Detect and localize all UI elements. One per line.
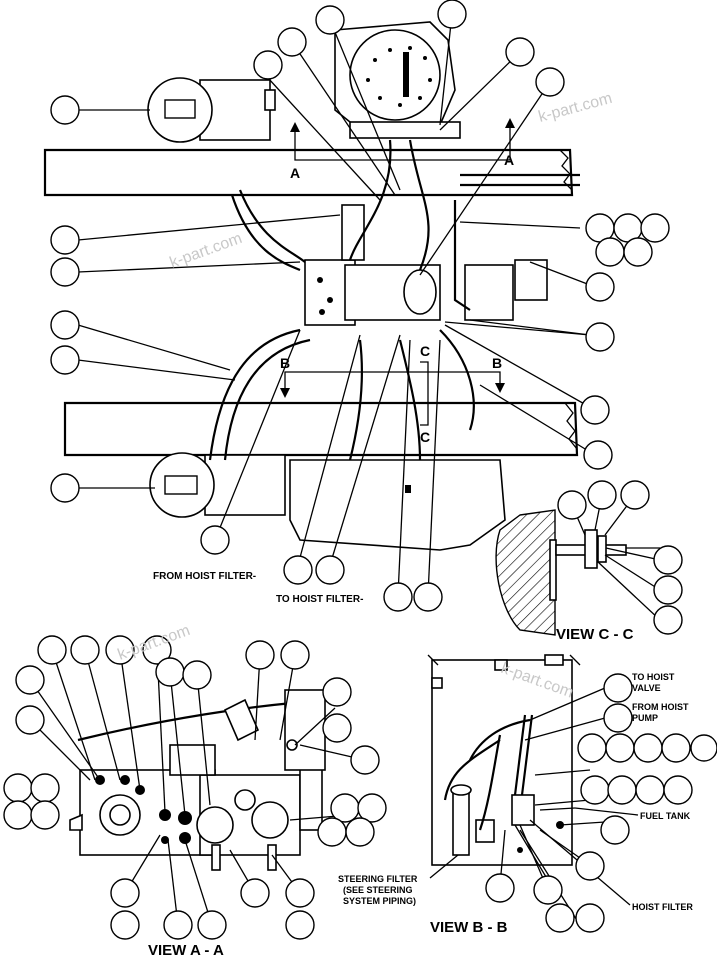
lower-filter-canister [149,452,286,518]
fuel-tank-label: FUEL TANK [640,811,691,821]
main-view: A A B B C C [43,0,670,612]
section-b-left: B [280,355,290,371]
steering-filter-label-2: (SEE STEERING [343,885,413,895]
from-hoist-filter-label: FROM HOIST FILTER- [153,571,256,582]
view-bb-title: VIEW B - B [430,919,508,936]
from-hoist-pump-label-1: FROM HOIST [632,702,689,712]
to-hoist-filter-label: TO HOIST FILTER- [276,594,363,605]
to-hoist-valve-label-1: TO HOIST [632,672,675,682]
reservoir-tank [334,21,461,139]
view-cc-title: VIEW C - C [556,626,634,643]
section-a-left: A [290,165,300,181]
view-a-a: VIEW A - A [3,635,387,959]
section-c-bottom: C [420,429,430,445]
view-c-c: VIEW C - C [495,480,683,643]
section-a-right: A [504,152,514,168]
main-callouts [50,0,670,612]
from-hoist-pump-label-2: PUMP [632,713,658,723]
steering-filter-label-1: STEERING FILTER [338,874,418,884]
hoist-filter-label: HOIST FILTER [632,902,693,912]
steering-filter-label-3: SYSTEM PIPING) [343,896,416,906]
view-aa-title: VIEW A - A [148,942,224,959]
section-c-top: C [420,343,430,359]
view-b-b: TO HOIST VALVE FROM HOIST PUMP FUEL TANK… [338,654,717,936]
to-hoist-valve-label-2: VALVE [632,683,661,693]
section-b-right: B [492,355,502,371]
upper-filter-canister [147,77,276,143]
